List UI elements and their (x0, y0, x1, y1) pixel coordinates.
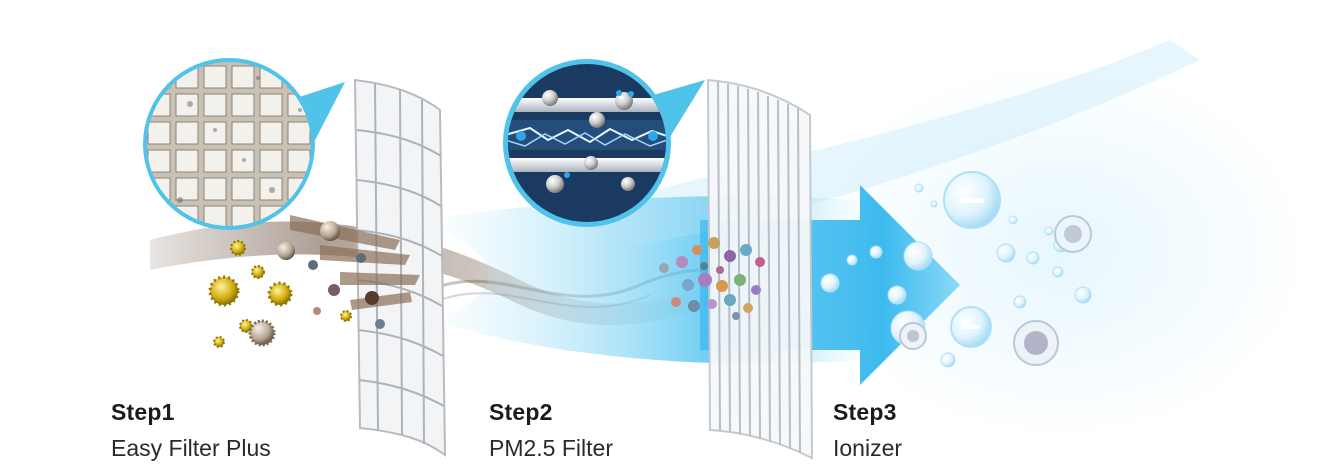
step1-title: Step1 (111, 399, 175, 425)
mesh-filter-icon (143, 58, 345, 230)
germ-particles (208, 240, 352, 348)
step2-caption: Step2 PM2.5 Filter (489, 398, 613, 462)
step2-subtitle: PM2.5 Filter (489, 435, 613, 461)
easy-filter-panel (353, 78, 447, 458)
step1-subtitle: Easy Filter Plus (111, 435, 271, 461)
step1-caption: Step1 Easy Filter Plus (111, 398, 271, 462)
negative-ion-icon (943, 171, 1001, 348)
ion-bubbles (820, 183, 1092, 368)
step3-subtitle: Ionizer (833, 435, 903, 461)
pm25-particles (659, 237, 765, 320)
step2-title: Step2 (489, 399, 553, 425)
step3-title: Step3 (833, 399, 897, 425)
neutralized-germs (899, 215, 1092, 366)
dust-arrows (290, 215, 420, 310)
step3-caption: Step3 Ionizer (833, 398, 902, 462)
electrostatic-plates-icon (503, 59, 705, 227)
dust-particles (248, 221, 385, 347)
